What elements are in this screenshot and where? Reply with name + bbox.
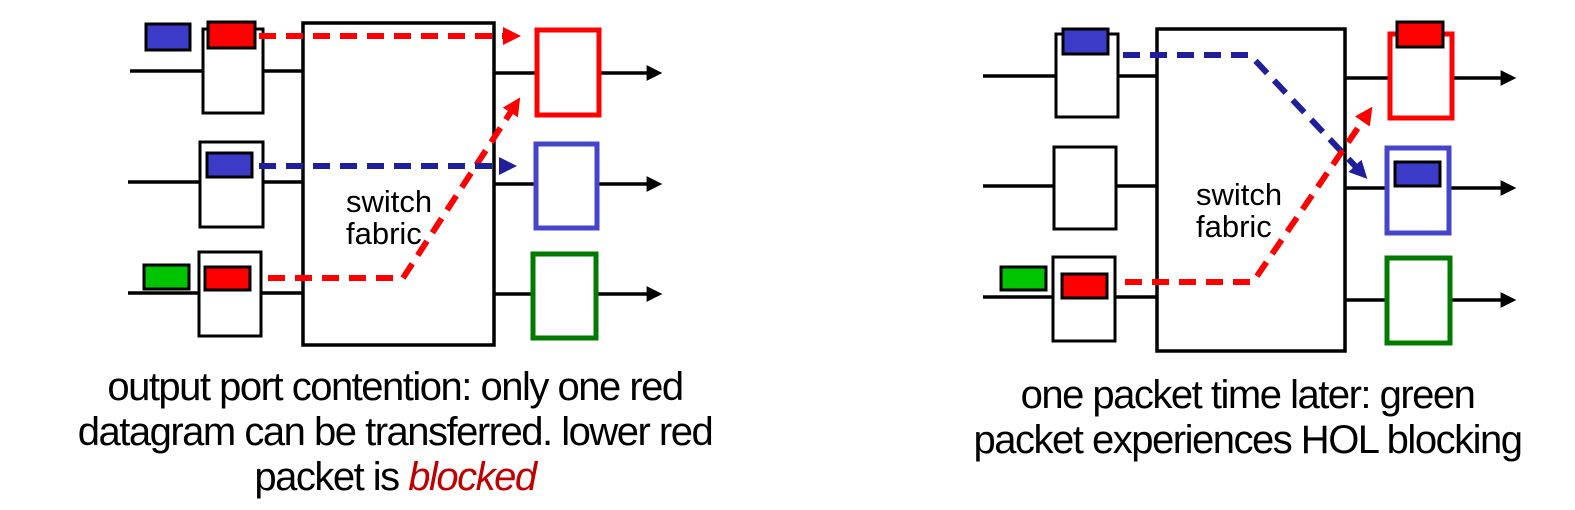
right-caption-line2: packet experiences HOL blocking	[973, 418, 1523, 462]
left-output-queue-red	[534, 27, 602, 118]
right-blue-packet-at-blue-output	[1393, 160, 1442, 188]
left-input-queue-3	[197, 250, 263, 338]
right-caption-line1: one packet time later: green	[1020, 373, 1476, 417]
right-switch-fabric-label: switch fabric	[1196, 179, 1282, 243]
left-blue-packet-arriving-input1	[144, 22, 192, 52]
left-caption-blocked-emphasis: blocked	[408, 455, 537, 499]
left-output-queue-blue	[533, 141, 600, 231]
left-red-flow-arrow-bottom	[268, 97, 521, 281]
left-caption-line1: output port contention: only one red	[107, 365, 684, 409]
right-output-queue-green	[1384, 255, 1453, 346]
right-blue-packet-head-input1	[1061, 27, 1110, 56]
right-input-queue-2	[1052, 145, 1118, 231]
right-fabric-label-line2: fabric	[1196, 209, 1272, 244]
left-diagram-caption: output port contention: only one red dat…	[20, 365, 770, 500]
left-output-queue-green	[530, 251, 599, 341]
left-fabric-label-line1: switch	[346, 184, 433, 219]
left-caption-line3-prefix: packet is	[254, 455, 409, 499]
right-green-packet-arriving-input3	[999, 265, 1048, 292]
right-diagram-caption: one packet time later: green packet expe…	[940, 373, 1555, 463]
right-diagram	[983, 20, 1517, 353]
left-green-packet-arriving-input3	[142, 263, 191, 291]
right-switch-fabric-box	[1155, 27, 1347, 353]
left-fabric-label-line2: fabric	[346, 216, 422, 251]
left-caption-line2: datagram can be transferred. lower red	[77, 410, 714, 454]
left-blue-packet-head-input2	[205, 151, 254, 179]
right-red-packet-head-input3	[1060, 272, 1109, 300]
left-switch-fabric-label: switch fabric	[346, 186, 432, 250]
left-diagram	[128, 20, 663, 347]
left-red-packet-head-input3	[203, 265, 252, 292]
right-red-packet-at-red-output	[1395, 20, 1445, 49]
left-red-packet-head-input1	[206, 20, 257, 50]
right-red-flow-arrow	[1125, 106, 1373, 285]
right-fabric-label-line1: switch	[1196, 177, 1283, 212]
right-blue-flow-arrow	[1123, 52, 1368, 179]
